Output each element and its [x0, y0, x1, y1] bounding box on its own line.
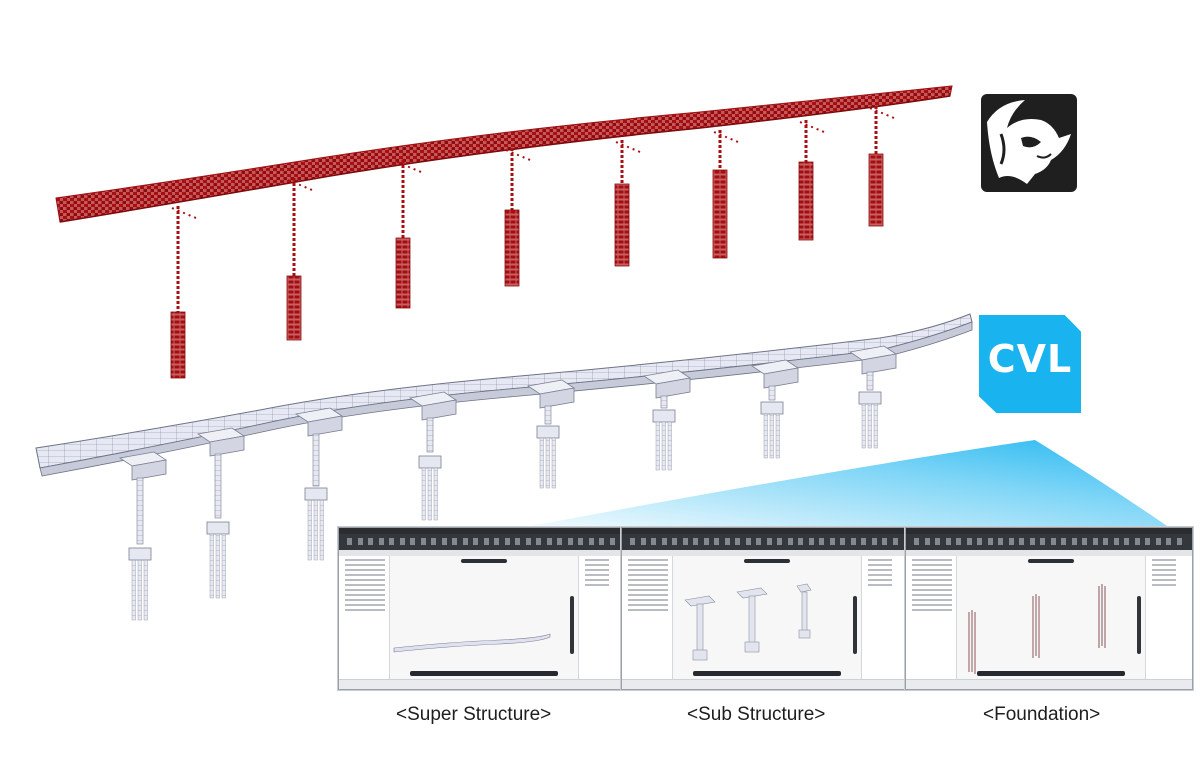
cvl-logo: CVL: [979, 315, 1081, 413]
rhino-pier: [614, 140, 641, 267]
cvl-pier: [642, 369, 692, 471]
cvl-pier: [750, 359, 800, 459]
title-bar: [339, 528, 625, 534]
ribbon-toolbar: [622, 534, 908, 550]
cvl-logo-text: CVL: [987, 337, 1073, 381]
rhino-pier: [712, 130, 739, 259]
rhino-analysis-model: [55, 85, 953, 223]
caption-sub-structure: <Sub Structure>: [687, 704, 826, 725]
works-tree-panel: [906, 556, 957, 680]
properties-panel: [861, 556, 908, 680]
cvl-pier: [526, 379, 576, 489]
screenshot-super-structure[interactable]: [338, 527, 626, 690]
cvl-pier: [408, 391, 458, 521]
rhino-pier: [504, 148, 531, 287]
projection-beam: [520, 440, 1170, 528]
rhino-pier: [868, 106, 895, 227]
caption-foundation: <Foundation>: [983, 704, 1101, 725]
model-viewport: [390, 556, 578, 680]
cvl-pier: [196, 427, 246, 599]
works-tree-panel: [339, 556, 390, 680]
status-bar: [906, 679, 1192, 689]
screenshot-sub-structure[interactable]: [621, 527, 909, 690]
rhino-pier: [395, 160, 422, 309]
cvl-piers: [118, 345, 898, 621]
status-bar: [622, 679, 908, 689]
rhino-pier: [798, 120, 825, 241]
caption-super-structure: <Super Structure>: [396, 704, 552, 725]
rhino-pier: [170, 206, 197, 379]
title-bar: [622, 528, 908, 534]
foundation-model: [968, 584, 1106, 674]
cvl-pier: [294, 407, 344, 561]
title-bar: [906, 528, 1192, 534]
rhino-piers: [170, 106, 895, 379]
works-tree-panel: [622, 556, 673, 680]
properties-panel: [1145, 556, 1192, 680]
status-bar: [339, 679, 625, 689]
cvl-pier: [118, 451, 168, 621]
sub-structure-model: [684, 583, 812, 661]
rhino-deck: [55, 85, 953, 223]
screenshot-foundation[interactable]: [905, 527, 1193, 690]
model-viewport: [957, 556, 1145, 680]
cvl-pier: [848, 345, 898, 449]
model-viewport: [673, 556, 861, 680]
super-structure-model: [393, 633, 551, 653]
ribbon-toolbar: [339, 534, 625, 550]
rhino-icon: [981, 94, 1077, 192]
properties-panel: [578, 556, 625, 680]
ribbon-toolbar: [906, 534, 1192, 550]
rhino-pier: [286, 178, 313, 341]
